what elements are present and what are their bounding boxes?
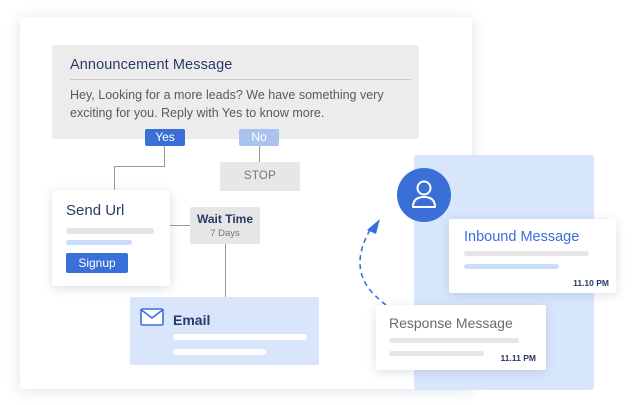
user-icon (410, 179, 438, 214)
response-title: Response Message (389, 315, 513, 331)
email-title: Email (173, 312, 211, 328)
placeholder-bar (66, 228, 154, 234)
placeholder-bar (173, 334, 307, 340)
send-url-title: Send Url (66, 202, 125, 219)
inbound-timestamp: 11.10 PM (573, 278, 609, 288)
wait-duration: 7 Days (210, 228, 240, 239)
wait-time-title: Wait Time (196, 212, 253, 226)
placeholder-bar (389, 338, 519, 343)
connector-line (170, 225, 190, 226)
connector-line (164, 146, 165, 166)
connector-line (114, 166, 165, 167)
yes-branch[interactable]: Yes (145, 129, 185, 146)
inbound-title: Inbound Message (464, 229, 580, 245)
signup-button[interactable]: Signup (66, 253, 128, 273)
envelope-icon (140, 308, 164, 331)
no-branch[interactable]: No (239, 129, 279, 146)
user-avatar[interactable] (397, 168, 451, 222)
email-node[interactable]: Email (130, 297, 319, 365)
divider (70, 79, 411, 80)
placeholder-bar (464, 264, 559, 269)
placeholder-bar (464, 251, 589, 256)
connector-line (225, 244, 226, 297)
placeholder-bar (389, 351, 484, 356)
response-message-card[interactable]: Response Message 11.11 PM (376, 305, 546, 370)
send-url-node[interactable]: Send Url Signup (52, 190, 170, 286)
placeholder-bar (173, 349, 266, 355)
stop-node[interactable]: STOP (220, 162, 300, 191)
wait-time-node[interactable]: Wait Time 7 Days (190, 207, 260, 244)
response-timestamp: 11.11 PM (500, 353, 536, 363)
placeholder-bar (66, 240, 132, 245)
announcement-node[interactable]: Announcement Message Hey, Looking for a … (52, 45, 419, 139)
announcement-body: Hey, Looking for a more leads? We have s… (70, 88, 384, 120)
announcement-title: Announcement Message (70, 57, 233, 73)
connector-line (259, 138, 260, 162)
connector-line (114, 166, 115, 190)
inbound-message-card[interactable]: Inbound Message 11.10 PM (449, 219, 616, 293)
